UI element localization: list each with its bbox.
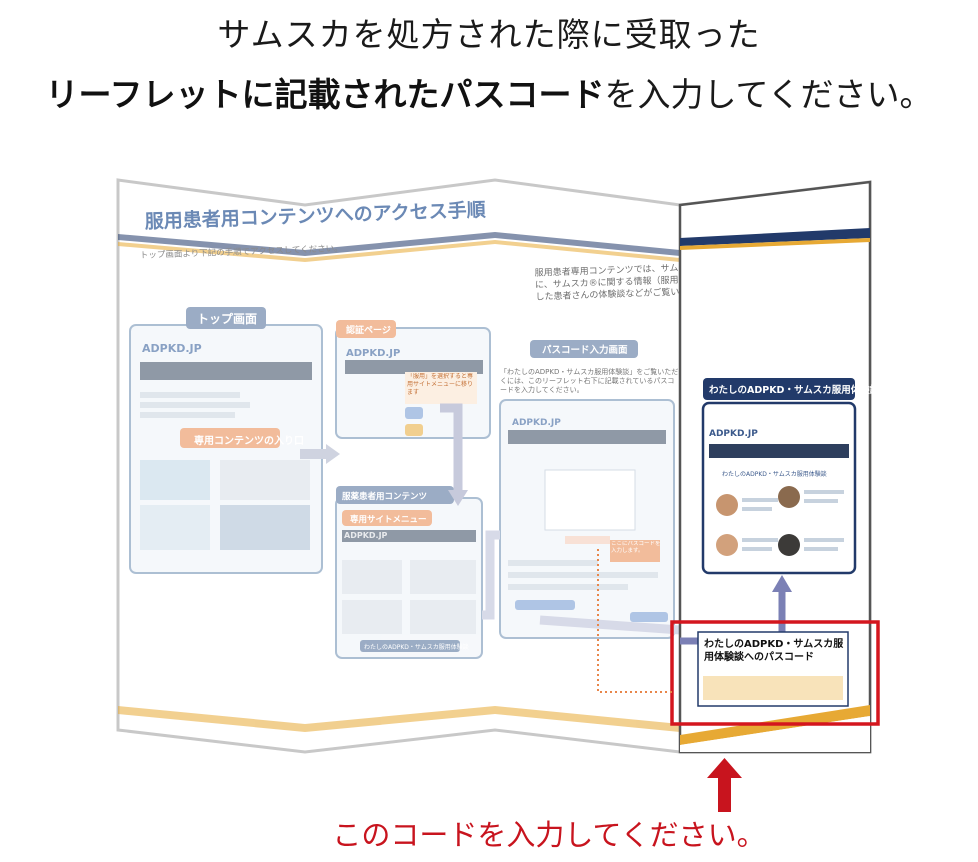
red-up-arrow: [707, 758, 742, 812]
bottom-caption: このコードを入力してください。: [332, 818, 766, 852]
site-logo-4: ADPKD.JP: [512, 418, 561, 428]
site-logo-3: ADPKD.JP: [344, 531, 388, 540]
experience-text: 「わたしのADPKD・サムスカ服用体験談」をご覧いただくには、このリーフレット右…: [500, 368, 679, 394]
heading-line-1: サムスカを処方された際に受取った: [217, 15, 761, 54]
site-subtitle: わたしのADPKD・サムスカ服用体験談: [722, 470, 827, 478]
heading-rest-text: を入力してください。: [604, 75, 933, 114]
bottom-stripe: [118, 706, 680, 732]
heading-bold-text: リーフレットに記載されたパスコード: [45, 75, 605, 114]
site-logo-5: ADPKD.JP: [709, 429, 758, 439]
step-menu-label: 専用サイトメニュー: [350, 514, 427, 525]
step-auth-note: 「服用」を選択すると専用サイトメニューに移ります: [407, 373, 474, 396]
dotted-leader: [597, 548, 672, 693]
menu-footer: わたしのADPKD・サムスカ服用体験談: [364, 643, 469, 651]
passcode-note: ここにパスコードを入力します。: [611, 541, 661, 554]
step-top-label: トップ画面: [197, 311, 257, 326]
step-patients-label: 服薬患者用コンテンツ: [342, 491, 427, 502]
passcode-highlight: [670, 620, 880, 726]
passcode-box-title: わたしのADPKD・サムスカ服用体験談へのパスコード: [704, 639, 844, 663]
step-auth-label: 認証ページ: [346, 324, 391, 336]
step-passcode-label: パスコード入力画面: [542, 344, 628, 356]
experience-avatars: [716, 486, 844, 556]
site-logo-2: ADPKD.JP: [346, 348, 400, 359]
passcode-field: [703, 676, 843, 700]
experience-title: わたしのADPKD・サムスカ服用体験談: [709, 384, 880, 396]
top-stripe: [118, 232, 680, 256]
site-logo-1: ADPKD.JP: [142, 342, 202, 355]
heading-line-2: リーフレットに記載されたパスコードを入力してください。: [0, 68, 978, 116]
step-contents-entry: 専用コンテンツの入り口: [194, 434, 304, 447]
